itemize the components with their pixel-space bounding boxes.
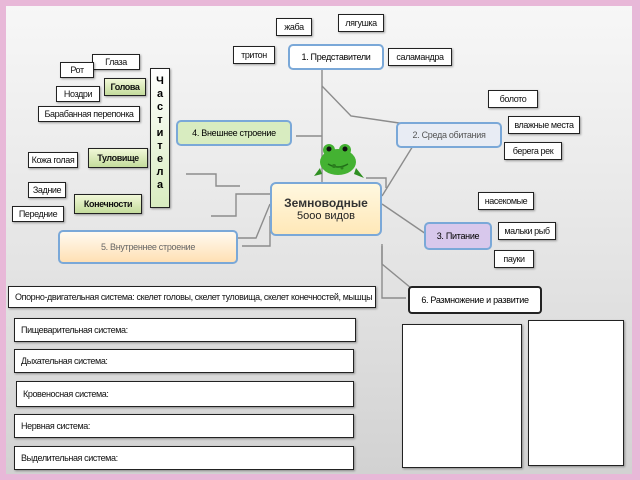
toad-label: жаба xyxy=(276,18,312,36)
organ-system-excretory[interactable]: Выделительная система: xyxy=(14,446,354,470)
center-subtitle: 5ooo видов xyxy=(297,210,355,222)
organ-system-circulatory[interactable]: Кровеносная система: xyxy=(16,381,354,407)
representatives-node[interactable]: 1. Представители xyxy=(288,44,384,70)
head-label: Голова xyxy=(104,78,146,96)
nostrils-label: Ноздри xyxy=(56,86,100,102)
internal-structure-node[interactable]: 5. Внутреннее строение xyxy=(58,230,238,264)
body-parts-text: Части тела xyxy=(156,75,167,191)
nutrition-node[interactable]: 3. Питание xyxy=(424,222,492,250)
salamander-label: саламандра xyxy=(388,48,452,66)
organ-system-digestive[interactable]: Пищеварительная система: xyxy=(14,318,356,342)
frog-icon xyxy=(312,136,368,182)
wet-places-label: влажные места xyxy=(508,116,580,134)
frog-label: лягушка xyxy=(338,14,384,32)
insects-label: насекомые xyxy=(478,192,534,210)
organ-system-nervous[interactable]: Нервная система: xyxy=(14,414,354,438)
habitat-node[interactable]: 2. Среда обитания xyxy=(396,122,502,148)
limbs-label: Конечности xyxy=(74,194,142,214)
reproduction-empty-box-right[interactable] xyxy=(528,320,624,466)
naked-skin-label: Кожа голая xyxy=(28,152,78,168)
torso-label: Туловище xyxy=(88,148,148,168)
riverbanks-label: берега рек xyxy=(504,142,562,160)
front-limbs-label: Передние xyxy=(12,206,64,222)
spiders-label: пауки xyxy=(494,250,534,268)
connector-lines xyxy=(186,56,427,299)
mind-map-canvas: лягушка жаба тритон 1. Представители сал… xyxy=(6,6,632,474)
reproduction-empty-box-left[interactable] xyxy=(402,324,522,468)
center-title: Земноводные xyxy=(284,196,368,210)
newt-label: тритон xyxy=(233,46,275,64)
swamp-label: болото xyxy=(488,90,538,108)
external-structure-node[interactable]: 4. Внешнее строение xyxy=(176,120,292,146)
organ-system-respiratory[interactable]: Дыхательная система: xyxy=(14,349,354,373)
eardrum-label: Барабанная перепонка xyxy=(38,106,140,122)
center-node[interactable]: Земноводные 5ooo видов xyxy=(270,182,382,236)
body-parts-vertical-label: Части тела xyxy=(150,68,170,208)
musculoskeletal-box: Опорно-двигательная система: скелет голо… xyxy=(8,286,376,308)
fry-label: мальки рыб xyxy=(498,222,556,240)
mouth-label: Рот xyxy=(60,62,94,78)
hind-limbs-label: Задние xyxy=(28,182,66,198)
eyes-label: Глаза xyxy=(92,54,140,70)
reproduction-node[interactable]: 6. Размножение и развитие xyxy=(408,286,542,314)
